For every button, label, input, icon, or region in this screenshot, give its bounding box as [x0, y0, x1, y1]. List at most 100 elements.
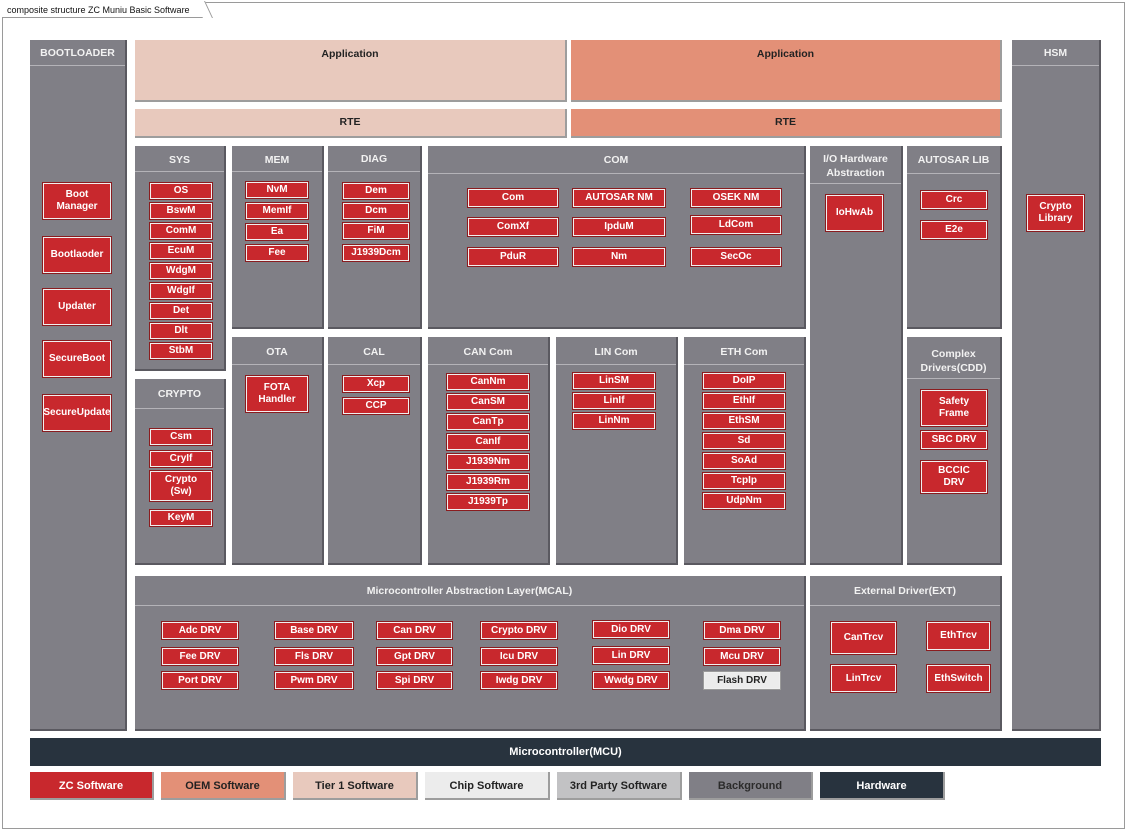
- module-dlt[interactable]: Dlt: [149, 322, 213, 340]
- bootloader-panel: BOOTLOADER: [30, 40, 127, 731]
- module-iwdg-drv[interactable]: Iwdg DRV: [480, 671, 558, 690]
- module-cantrcv[interactable]: CanTrcv: [830, 621, 897, 655]
- module-pdur[interactable]: PduR: [467, 247, 559, 267]
- module-j1939nm[interactable]: J1939Nm: [446, 453, 530, 471]
- module-ccp[interactable]: CCP: [342, 397, 410, 415]
- module-secoc[interactable]: SecOc: [690, 247, 782, 267]
- module-tcpip[interactable]: TcpIp: [702, 472, 786, 490]
- eth-com-panel: ETH Com: [684, 337, 806, 565]
- module-lintrcv[interactable]: LinTrcv: [830, 664, 897, 693]
- module-comm[interactable]: ComM: [149, 222, 213, 240]
- ota-panel: OTA: [232, 337, 324, 565]
- microcontroller-bar: Microcontroller(MCU): [30, 738, 1101, 766]
- module-comxf[interactable]: ComXf: [467, 217, 559, 237]
- module-icu-drv[interactable]: Icu DRV: [480, 647, 558, 666]
- mcal-panel: Microcontroller Abstraction Layer(MCAL): [135, 576, 806, 731]
- module-xcp[interactable]: Xcp: [342, 375, 410, 393]
- lin-com-title: LIN Com: [556, 337, 676, 365]
- module-ethsm[interactable]: EthSM: [702, 412, 786, 430]
- module-stbm[interactable]: StbM: [149, 342, 213, 360]
- module-wdgm[interactable]: WdgM: [149, 262, 213, 280]
- module-canif[interactable]: CanIf: [446, 433, 530, 451]
- ota-title: OTA: [232, 337, 322, 365]
- module-crypto-library[interactable]: Crypto Library: [1026, 194, 1085, 232]
- module-dma-drv[interactable]: Dma DRV: [703, 621, 781, 640]
- module-ethif[interactable]: EthIf: [702, 392, 786, 410]
- module-cansm[interactable]: CanSM: [446, 393, 530, 411]
- module-mcu-drv[interactable]: Mcu DRV: [703, 647, 781, 666]
- module-wdgif[interactable]: WdgIf: [149, 282, 213, 300]
- module-nm[interactable]: Nm: [572, 247, 666, 267]
- module-flash-drv[interactable]: Flash DRV: [703, 671, 781, 690]
- module-e2e[interactable]: E2e: [920, 220, 988, 240]
- module-det[interactable]: Det: [149, 302, 213, 320]
- rte-tier1: RTE: [135, 109, 567, 138]
- module-fee[interactable]: Fee: [245, 244, 309, 262]
- module-secureupdate[interactable]: SecureUpdate: [42, 394, 112, 432]
- module-safety-frame[interactable]: Safety Frame: [920, 389, 988, 427]
- module-cannm[interactable]: CanNm: [446, 373, 530, 391]
- module-doip[interactable]: DoIP: [702, 372, 786, 390]
- module-os[interactable]: OS: [149, 182, 213, 200]
- application-oem: Application: [571, 40, 1002, 102]
- module-udpnm[interactable]: UdpNm: [702, 492, 786, 510]
- module-sbc-drv[interactable]: SBC DRV: [920, 430, 988, 450]
- module-crc[interactable]: Crc: [920, 190, 988, 210]
- module-cryif[interactable]: CryIf: [149, 450, 213, 468]
- module-ecum[interactable]: EcuM: [149, 242, 213, 260]
- module-ethtrcv[interactable]: EthTrcv: [926, 621, 991, 651]
- module-fota-handler[interactable]: FOTA Handler: [245, 375, 309, 413]
- module-wwdg-drv[interactable]: Wwdg DRV: [592, 671, 670, 690]
- module-crypto-sw[interactable]: Crypto (Sw): [149, 470, 213, 502]
- module-ldcom[interactable]: LdCom: [690, 215, 782, 235]
- module-bootlaoder[interactable]: Bootlaoder: [42, 236, 112, 274]
- module-pwm-drv[interactable]: Pwm DRV: [274, 671, 354, 690]
- module-bccic-drv[interactable]: BCCIC DRV: [920, 460, 988, 494]
- module-linsm[interactable]: LinSM: [572, 372, 656, 390]
- module-sd[interactable]: Sd: [702, 432, 786, 450]
- module-com[interactable]: Com: [467, 188, 559, 208]
- module-secureboot[interactable]: SecureBoot: [42, 340, 112, 378]
- module-ea[interactable]: Ea: [245, 223, 309, 241]
- module-port-drv[interactable]: Port DRV: [161, 671, 239, 690]
- module-boot-manager[interactable]: Boot Manager: [42, 182, 112, 220]
- module-linif[interactable]: LinIf: [572, 392, 656, 410]
- module-base-drv[interactable]: Base DRV: [274, 621, 354, 640]
- module-crypto-drv[interactable]: Crypto DRV: [480, 621, 558, 640]
- module-lin-drv[interactable]: Lin DRV: [592, 646, 670, 665]
- application-tier1: Application: [135, 40, 567, 102]
- module-autosar-nm[interactable]: AUTOSAR NM: [572, 188, 666, 208]
- module-ethswitch[interactable]: EthSwitch: [926, 664, 991, 693]
- module-csm[interactable]: Csm: [149, 428, 213, 446]
- sys-title: SYS: [135, 146, 224, 172]
- hsm-panel: HSM: [1012, 40, 1101, 731]
- module-dem[interactable]: Dem: [342, 182, 410, 200]
- module-ipdum[interactable]: IpduM: [572, 217, 666, 237]
- module-linnm[interactable]: LinNm: [572, 412, 656, 430]
- module-adc-drv[interactable]: Adc DRV: [161, 621, 239, 640]
- module-j1939tp[interactable]: J1939Tp: [446, 493, 530, 511]
- module-nvm[interactable]: NvM: [245, 181, 309, 199]
- crypto-title: CRYPTO: [135, 379, 224, 409]
- module-iohwab[interactable]: IoHwAb: [825, 194, 884, 232]
- module-j1939dcm[interactable]: J1939Dcm: [342, 244, 410, 262]
- module-dio-drv[interactable]: Dio DRV: [592, 620, 670, 639]
- module-fls-drv[interactable]: Fls DRV: [274, 647, 354, 666]
- module-spi-drv[interactable]: Spi DRV: [376, 671, 453, 690]
- module-osek-nm[interactable]: OSEK NM: [690, 188, 782, 208]
- module-fim[interactable]: FiM: [342, 222, 410, 240]
- module-j1939rm[interactable]: J1939Rm: [446, 473, 530, 491]
- module-memif[interactable]: MemIf: [245, 202, 309, 220]
- module-dcm[interactable]: Dcm: [342, 202, 410, 220]
- module-gpt-drv[interactable]: Gpt DRV: [376, 647, 453, 666]
- module-cantp[interactable]: CanTp: [446, 413, 530, 431]
- module-updater[interactable]: Updater: [42, 288, 112, 326]
- module-keym[interactable]: KeyM: [149, 509, 213, 527]
- module-can-drv[interactable]: Can DRV: [376, 621, 453, 640]
- cal-panel: CAL: [328, 337, 422, 565]
- module-bswm[interactable]: BswM: [149, 202, 213, 220]
- legend-chip-software: Chip Software: [425, 772, 550, 800]
- legend-oem-software: OEM Software: [161, 772, 286, 800]
- module-soad[interactable]: SoAd: [702, 452, 786, 470]
- module-fee-drv[interactable]: Fee DRV: [161, 647, 239, 666]
